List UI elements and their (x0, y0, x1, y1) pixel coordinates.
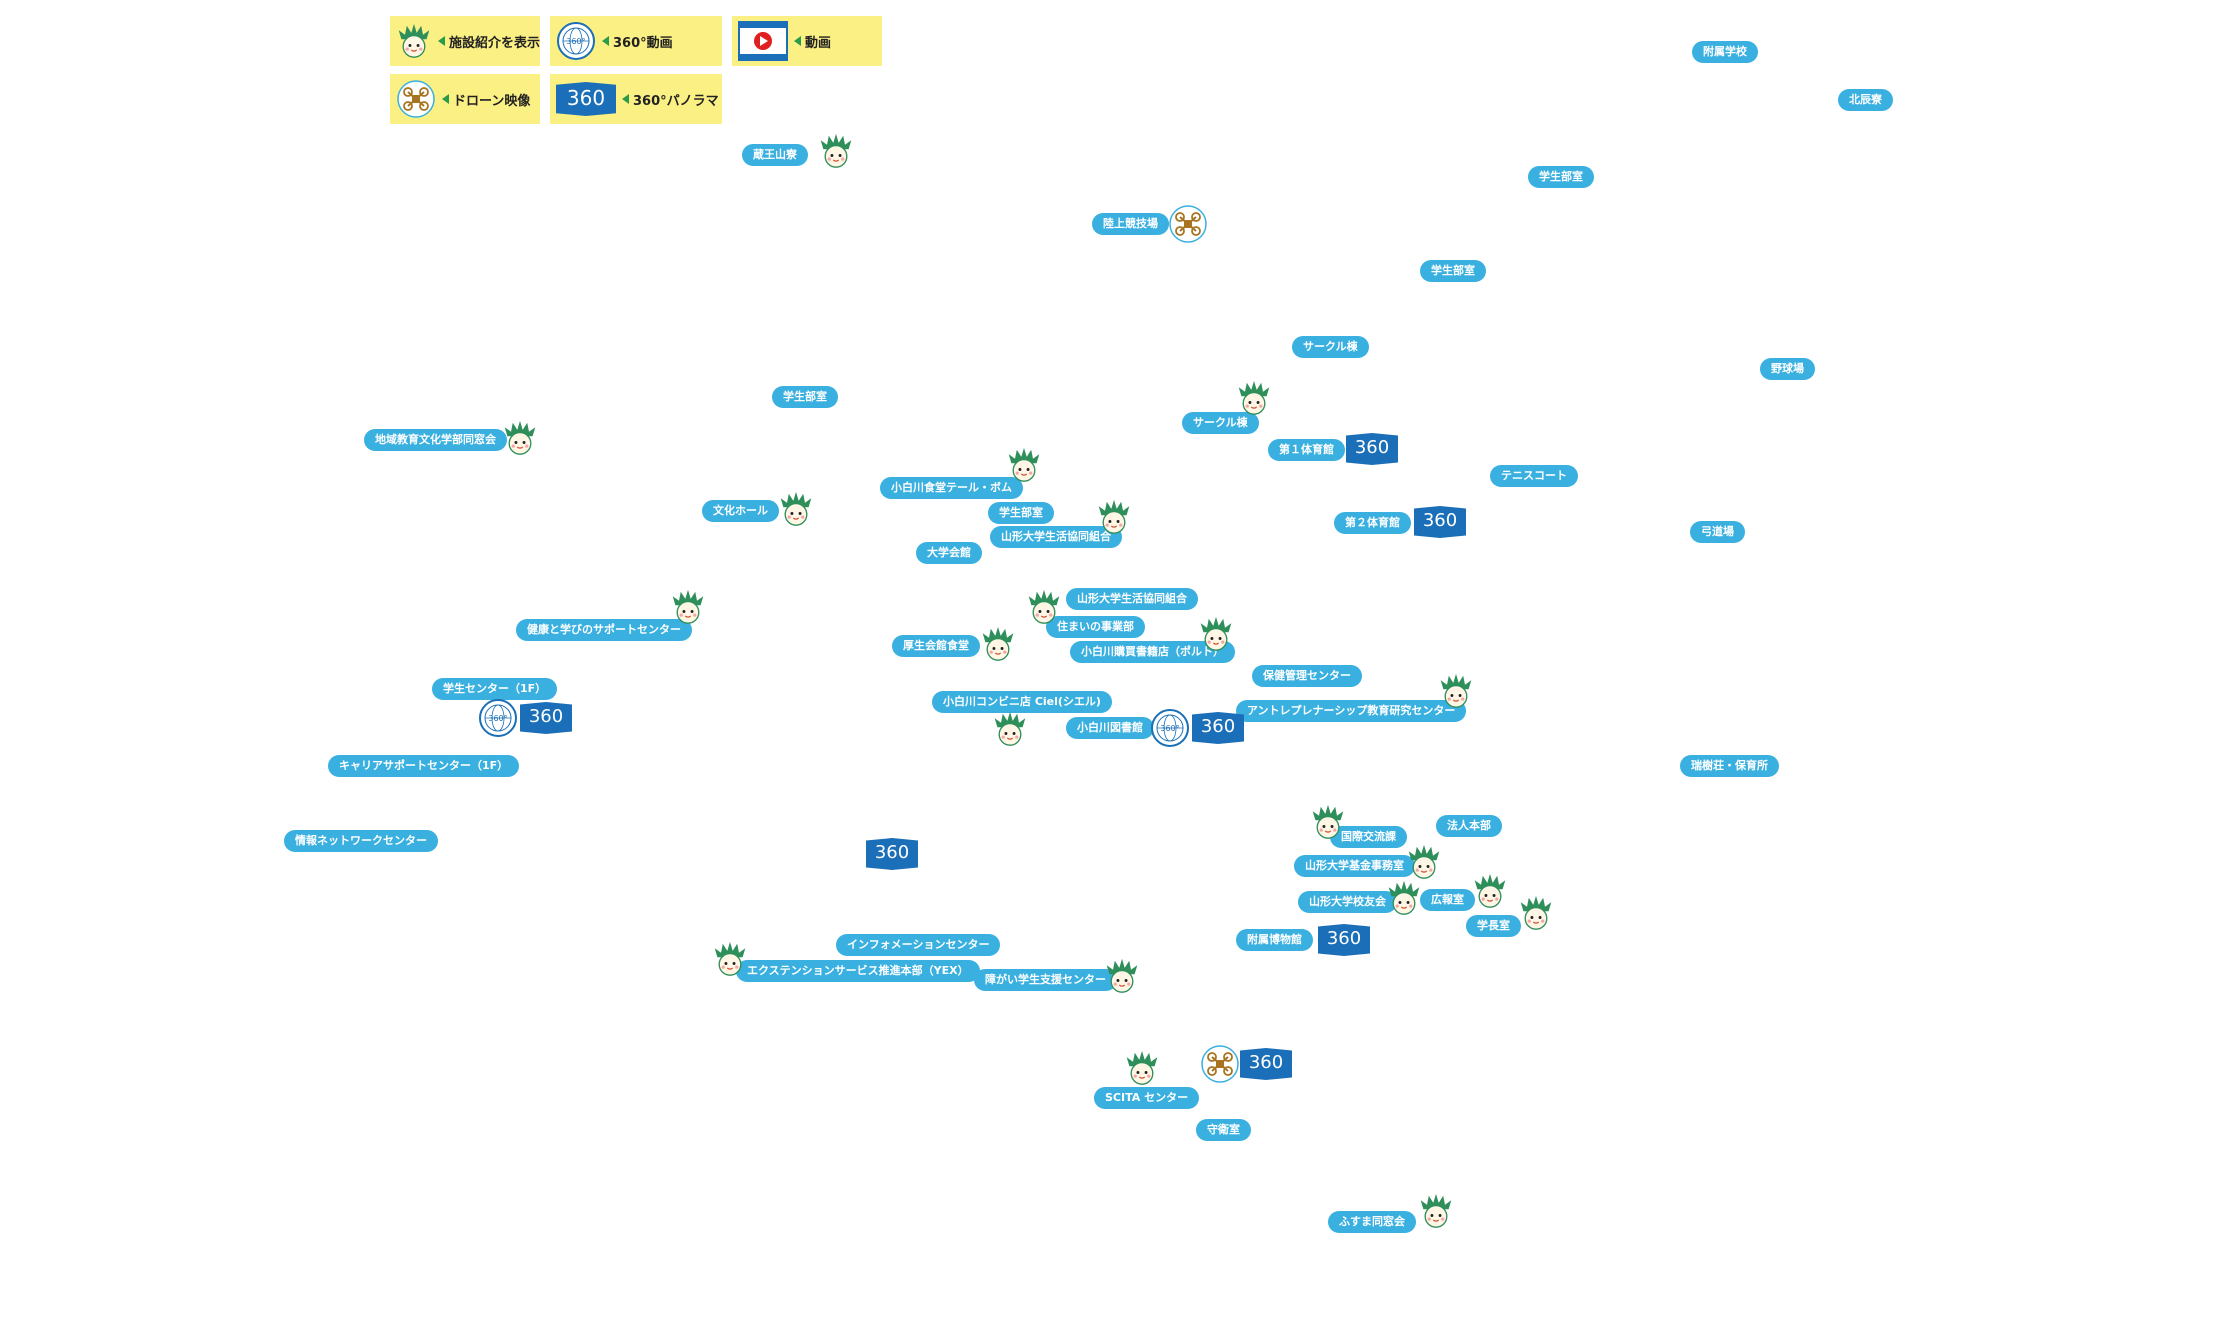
legend-facility-label: 施設紹介を表示 (448, 35, 540, 51)
globe-360-icon[interactable] (478, 698, 518, 738)
pill-chiiki[interactable]: 地域教育文化学部同窓会 (364, 429, 507, 451)
pill-toshokan[interactable]: 小白川図書館 (1066, 717, 1154, 739)
pill-koyukai[interactable]: 山形大学校友会 (1298, 891, 1397, 913)
pill-yex[interactable]: エクステンションサービス推進本部（YEX） (736, 960, 980, 982)
pill-zuijuso[interactable]: 瑞樹荘・保育所 (1680, 755, 1779, 777)
mascot-icon[interactable] (1236, 380, 1272, 416)
pill-shogai[interactable]: 障がい学生支援センター (974, 969, 1117, 991)
legend-arrow-icon (437, 36, 445, 46)
pill-kyudojo[interactable]: 弓道場 (1690, 521, 1745, 543)
pill-information[interactable]: インフォメーションセンター (836, 934, 1001, 956)
mascot-icon[interactable] (778, 491, 814, 527)
legend-panorama-label: 360°パノラマ (633, 93, 719, 109)
pill-circle-1[interactable]: サークル棟 (1292, 336, 1369, 358)
pill-kokusai[interactable]: 国際交流課 (1330, 826, 1407, 848)
legend-drone[interactable]: ドローン映像 (390, 74, 540, 124)
drone-icon[interactable] (1200, 1044, 1240, 1084)
pill-kenko[interactable]: 健康と学びのサポートセンター (516, 619, 692, 641)
mascot-icon[interactable] (1096, 499, 1132, 535)
globe-360-icon[interactable] (1150, 708, 1190, 748)
mascot-icon[interactable] (502, 420, 538, 456)
pill-shueishitsu[interactable]: 守衛室 (1196, 1119, 1251, 1141)
pill-johonet[interactable]: 情報ネットワークセンター (284, 830, 438, 852)
mascot-icon[interactable] (1518, 895, 1554, 931)
pill-gakusei-center[interactable]: 学生センター（1F） (432, 678, 558, 700)
legend-facility[interactable]: 施設紹介を表示 (390, 16, 540, 66)
pill-hoken[interactable]: 保健管理センター (1252, 665, 1362, 687)
legend-arrow-icon (442, 94, 449, 104)
pill-rikujo[interactable]: 陸上競技場 (1092, 213, 1169, 235)
pill-gakusei-buhitsu-2[interactable]: 学生部室 (1420, 260, 1486, 282)
pill-daigaku-kaikan[interactable]: 大学会館 (916, 542, 982, 564)
mascot-icon[interactable] (670, 589, 706, 625)
pill-yakyujo[interactable]: 野球場 (1760, 358, 1815, 380)
drone-icon (396, 79, 436, 119)
pill-shokudo-terre[interactable]: 小白川食堂テール・ボム (880, 477, 1023, 499)
panorama-360-badge[interactable]: 360 (1240, 1048, 1292, 1080)
mascot-icon (396, 21, 432, 61)
pill-dai1[interactable]: 第１体育館 (1268, 439, 1345, 461)
pill-fuzoku-gakko[interactable]: 附属学校 (1692, 41, 1758, 63)
pill-kikin[interactable]: 山形大学基金事務室 (1294, 855, 1415, 877)
pill-seikyo-2[interactable]: 山形大学生活協同組合 (1066, 588, 1198, 610)
pill-kosei-shokudo[interactable]: 厚生会館食堂 (892, 635, 980, 657)
mascot-icon[interactable] (1310, 804, 1346, 840)
panorama-360-badge[interactable]: 360 (1414, 506, 1466, 538)
panorama-360-badge[interactable]: 360 (1192, 712, 1244, 744)
legend-video360[interactable]: 360°動画 (550, 16, 722, 66)
pill-seikyo-1[interactable]: 山形大学生活協同組合 (990, 526, 1122, 548)
drone-icon[interactable] (1168, 204, 1208, 244)
pill-gakusei-buhitsu-4[interactable]: 学生部室 (988, 502, 1054, 524)
legend-arrow-icon (794, 36, 801, 46)
pill-gakusei-buhitsu-3[interactable]: 学生部室 (772, 386, 838, 408)
mascot-icon[interactable] (980, 626, 1016, 662)
panorama-360-badge[interactable]: 360 (1318, 924, 1370, 956)
pill-circle-2[interactable]: サークル棟 (1182, 412, 1259, 434)
mascot-icon[interactable] (1006, 447, 1042, 483)
mascot-icon[interactable] (1418, 1193, 1454, 1229)
mascot-icon[interactable] (1386, 880, 1422, 916)
legend-video360-label: 360°動画 (613, 35, 673, 51)
mascot-icon[interactable] (1472, 873, 1508, 909)
pill-hokushinryo[interactable]: 北辰寮 (1838, 89, 1893, 111)
mascot-icon[interactable] (1124, 1050, 1160, 1086)
mascot-icon[interactable] (712, 941, 748, 977)
pill-hojin[interactable]: 法人本部 (1436, 815, 1502, 837)
pill-sumai[interactable]: 住まいの事業部 (1046, 616, 1145, 638)
pill-tennis[interactable]: テニスコート (1490, 465, 1578, 487)
mascot-icon[interactable] (1104, 958, 1140, 994)
pill-hakubutsukan[interactable]: 附属博物館 (1236, 929, 1313, 951)
pill-gakusei-buhitsu-1[interactable]: 学生部室 (1528, 166, 1594, 188)
mascot-icon[interactable] (1406, 844, 1442, 880)
legend-drone-label: ドローン映像 (453, 93, 531, 109)
mascot-icon[interactable] (1026, 589, 1062, 625)
panorama-360-badge: 360 (556, 82, 616, 116)
legend-arrow-icon (602, 36, 609, 46)
pill-entrepreneur[interactable]: アントレプレナーシップ教育研究センター (1236, 700, 1467, 722)
pill-scita[interactable]: SCITA センター (1094, 1087, 1200, 1109)
legend-arrow-icon (622, 94, 629, 104)
pill-gakucho[interactable]: 学長室 (1466, 915, 1521, 937)
pill-porte[interactable]: 小白川購買書籍店（ポルト） (1070, 641, 1235, 663)
mascot-icon[interactable] (1438, 673, 1474, 709)
panorama-360-badge[interactable]: 360 (1346, 433, 1398, 465)
pill-fusuma[interactable]: ふすま同窓会 (1328, 1211, 1416, 1233)
legend-video-label: 動画 (805, 35, 832, 51)
pill-koho[interactable]: 広報室 (1420, 889, 1475, 911)
pill-bunka-hall[interactable]: 文化ホール (702, 500, 779, 522)
mascot-icon[interactable] (992, 711, 1028, 747)
globe-360-icon (556, 21, 596, 61)
pill-dai2[interactable]: 第２体育館 (1334, 512, 1411, 534)
pill-career[interactable]: キャリアサポートセンター（1F） (328, 755, 520, 777)
pill-zaoryo[interactable]: 蔵王山寮 (742, 144, 808, 166)
legend-panorama[interactable]: 360 360°パノラマ (550, 74, 722, 124)
pill-ciel[interactable]: 小白川コンビニ店 Ciel(シエル) (932, 691, 1112, 713)
legend-video[interactable]: 動画 (732, 16, 882, 66)
mascot-icon[interactable] (818, 133, 854, 169)
panorama-360-badge[interactable]: 360 (520, 702, 572, 734)
mascot-icon[interactable] (1198, 616, 1234, 652)
panorama-360-badge[interactable]: 360 (866, 838, 918, 870)
video-play-icon (738, 21, 788, 61)
